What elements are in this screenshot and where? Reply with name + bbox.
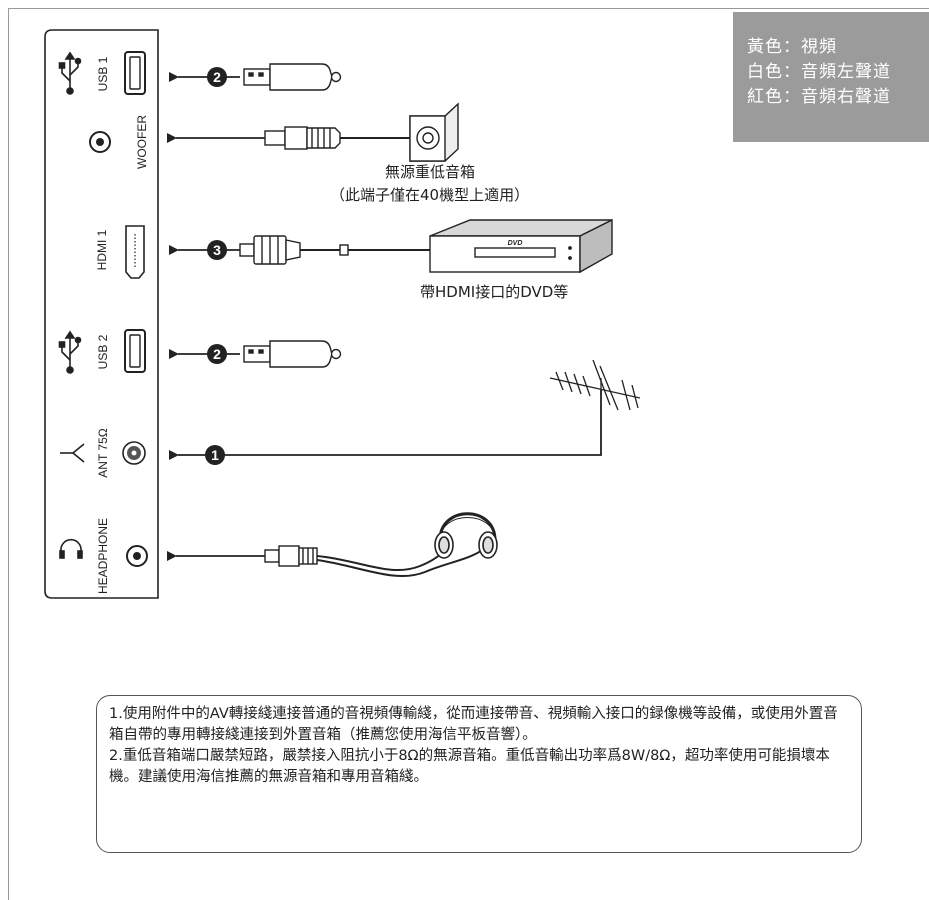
headphone-port-group: HEADPHONE: [59, 518, 148, 594]
usb2-port-label: USB 2: [96, 334, 110, 369]
note-2: 2.重低音箱端口嚴禁短路，嚴禁接入阻抗小于8Ω的無源音箱。重低音輸出功率爲8W/…: [109, 748, 830, 785]
tv-antenna-icon: [549, 359, 641, 411]
dvd-logo: DVD: [508, 240, 523, 247]
headphone-port-label: HEADPHONE: [96, 518, 110, 594]
ant-port-group: ANT 75Ω: [60, 428, 146, 478]
subwoofer-title: 無源重低音箱: [385, 163, 476, 181]
headphone-cable-plug-icon: [264, 545, 318, 567]
ant-port-label: ANT 75Ω: [96, 428, 110, 477]
usb-symbol-icon: [58, 51, 82, 95]
badge-usb2: 2: [207, 344, 227, 364]
antenna-symbol-icon: [60, 443, 85, 463]
connection-diagram: USB 1 WOOFER HDMI 1 USB 2 AN: [44, 29, 641, 599]
color-legend-box: 黃色：視頻 白色：音頻左聲道 紅色：音頻右聲道: [733, 12, 929, 142]
svg-text:2: 2: [213, 346, 221, 362]
headphone-cable: [316, 547, 486, 577]
frame-left-line: [8, 8, 9, 900]
usb1-port[interactable]: [124, 51, 146, 95]
hdmi-cable-plug-icon: [239, 235, 430, 265]
usb-flash-drive-icon: [243, 340, 342, 368]
subwoofer-icon: [409, 102, 459, 162]
subwoofer-note: （此端子僅在40機型上適用）: [330, 186, 530, 204]
legend-red: 紅色：音頻右聲道: [747, 87, 891, 107]
usb1-port-label: USB 1: [96, 56, 110, 91]
usb2-port[interactable]: [124, 329, 146, 373]
frame-top-line: [8, 8, 929, 9]
badge-ant: 1: [205, 445, 225, 465]
woofer-cable-plug-icon: [264, 126, 410, 150]
headphones-icon: [434, 512, 498, 559]
usb-flash-drive-icon: [243, 63, 342, 91]
notes-box: 1.使用附件中的AV轉接綫連接普通的音視頻傳輸綫，從而連接帶音、視頻輸入接口的録…: [96, 695, 862, 853]
svg-text:3: 3: [213, 242, 221, 258]
badge-hdmi: 3: [207, 240, 227, 260]
legend-yellow: 黃色：視頻: [747, 37, 837, 57]
tv-side-panel: [44, 29, 159, 599]
hdmi1-port-group: HDMI 1: [95, 225, 145, 279]
usb2-port-group: USB 2: [58, 329, 146, 374]
note-1: 1.使用附件中的AV轉接綫連接普通的音視頻傳輸綫，從而連接帶音、視頻輸入接口的録…: [109, 706, 838, 743]
dvd-player-icon: DVD: [429, 218, 613, 274]
svg-text:1: 1: [211, 447, 219, 463]
svg-text:2: 2: [213, 69, 221, 85]
dvd-label: 帶HDMI接口的DVD等: [420, 283, 569, 301]
woofer-port-label: WOOFER: [135, 115, 149, 169]
woofer-port-group: WOOFER: [89, 115, 149, 169]
headphone-symbol-icon: [59, 538, 83, 559]
usb1-port-group: USB 1: [58, 51, 146, 95]
antenna-cable: [169, 390, 602, 460]
hdmi1-port-label: HDMI 1: [95, 229, 109, 270]
usb-symbol-icon: [58, 330, 82, 374]
legend-white: 白色：音頻左聲道: [747, 62, 891, 82]
badge-usb1: 2: [207, 67, 227, 87]
